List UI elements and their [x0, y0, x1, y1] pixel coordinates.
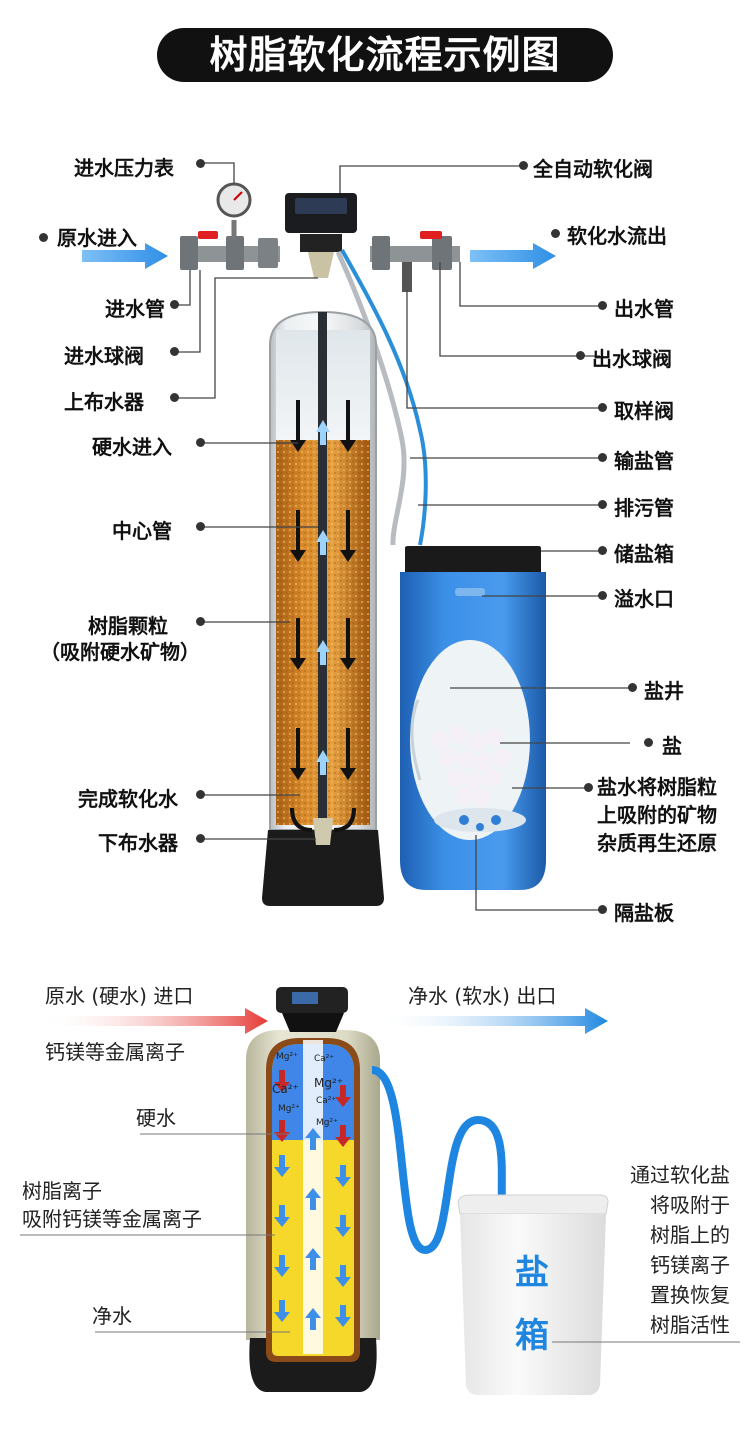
dot-marker: [196, 159, 205, 168]
label-center-pipe: 中心管: [112, 519, 172, 543]
ion-label: Mg²⁺: [276, 1052, 298, 1062]
label-salt: 盐: [662, 734, 682, 758]
label-resin-particles-note: （吸附硬水矿物）: [40, 640, 200, 664]
label-auto-softening-valve: 全自动软化阀: [533, 157, 653, 181]
note-line: 置换恢复: [650, 1283, 730, 1307]
label-sampling-valve: 取样阀: [614, 399, 674, 423]
label-brine-tank: 储盐箱: [614, 542, 674, 566]
dot-marker: [170, 393, 179, 402]
label-clean-water-outlet: 净水 (软水) 出口: [408, 984, 557, 1008]
dot-marker: [196, 834, 205, 843]
dot-marker: [598, 500, 607, 509]
label-metal-ions: 钙镁等金属离子: [45, 1040, 185, 1064]
dot-marker: [170, 300, 179, 309]
ion-label: Ca²⁺: [314, 1054, 335, 1064]
label-outlet-ball-valve: 出水球阀: [592, 347, 672, 371]
label-softened-water: 完成软化水: [78, 787, 178, 811]
dot-marker: [598, 403, 607, 412]
ion-label: Ca²⁺: [272, 1082, 299, 1096]
dot-marker: [576, 351, 585, 360]
ion-label: Ca²⁺: [316, 1096, 337, 1106]
label-upper-distributor: 上布水器: [64, 390, 144, 414]
salt-box-char-2: 箱: [515, 1316, 549, 1356]
salt-box-char-1: 盐: [515, 1253, 549, 1293]
dot-marker: [196, 438, 205, 447]
label-resin-ions-adsorb: 吸附钙镁等金属离子: [22, 1207, 202, 1231]
dot-marker: [598, 905, 607, 914]
top-diagram-art: [82, 162, 630, 911]
label-resin-ions: 树脂离子: [22, 1179, 102, 1203]
label-inlet-pressure-gauge: 进水压力表: [74, 156, 174, 180]
dot-marker: [196, 790, 205, 799]
note-line: 树脂上的: [650, 1223, 730, 1247]
label-regeneration-note: 盐水将树脂粒上吸附的矿物杂质再生还原: [597, 775, 717, 855]
bottom-diagram-art: [20, 987, 740, 1395]
label-softened-water-out: 软化水流出: [567, 224, 667, 248]
label-resin-particles: 树脂颗粒: [88, 614, 168, 638]
label-inlet-pipe: 进水管: [105, 297, 165, 321]
label-hard-water-in: 硬水进入: [92, 435, 172, 459]
note-line: 树脂活性: [650, 1313, 730, 1337]
label-overflow: 溢水口: [614, 587, 674, 611]
label-clean-water: 净水: [92, 1304, 132, 1328]
label-salt-well: 盐井: [644, 679, 684, 703]
dot-marker: [170, 347, 179, 356]
dot-marker: [196, 522, 205, 531]
label-hard-water: 硬水: [136, 1106, 176, 1130]
label-drain-pipe: 排污管: [614, 496, 674, 520]
label-lower-distributor: 下布水器: [98, 831, 178, 855]
dot-marker: [598, 453, 607, 462]
dot-marker: [598, 546, 607, 555]
dot-marker: [628, 683, 637, 692]
page-title: 树脂软化流程示例图: [157, 28, 613, 82]
label-raw-water-inlet: 原水 (硬水) 进口: [45, 984, 194, 1008]
label-brine-pipe: 输盐管: [614, 449, 674, 473]
dot-marker: [39, 233, 48, 242]
note-line: 钙镁离子: [650, 1253, 730, 1277]
dot-marker: [598, 301, 607, 310]
label-outlet-pipe: 出水管: [614, 297, 674, 321]
dot-marker: [519, 161, 528, 170]
note-line: 通过软化盐: [630, 1163, 730, 1187]
note-line: 将吸附于: [650, 1193, 730, 1217]
dot-marker: [584, 783, 593, 792]
dot-marker: [196, 617, 205, 626]
dot-marker: [551, 229, 560, 238]
label-raw-water-in: 原水进入: [57, 226, 137, 250]
dot-marker: [644, 738, 653, 747]
label-right-note: 通过软化盐 将吸附于 树脂上的 钙镁离子 置换恢复 树脂活性: [590, 1160, 730, 1340]
dot-marker: [598, 591, 607, 600]
label-inlet-ball-valve: 进水球阀: [64, 344, 144, 368]
ion-label: Mg²⁺: [314, 1076, 344, 1090]
ion-label: Mg²⁺: [316, 1118, 338, 1128]
ion-label: Mg²⁺: [278, 1104, 300, 1114]
label-salt-plate: 隔盐板: [614, 901, 674, 925]
